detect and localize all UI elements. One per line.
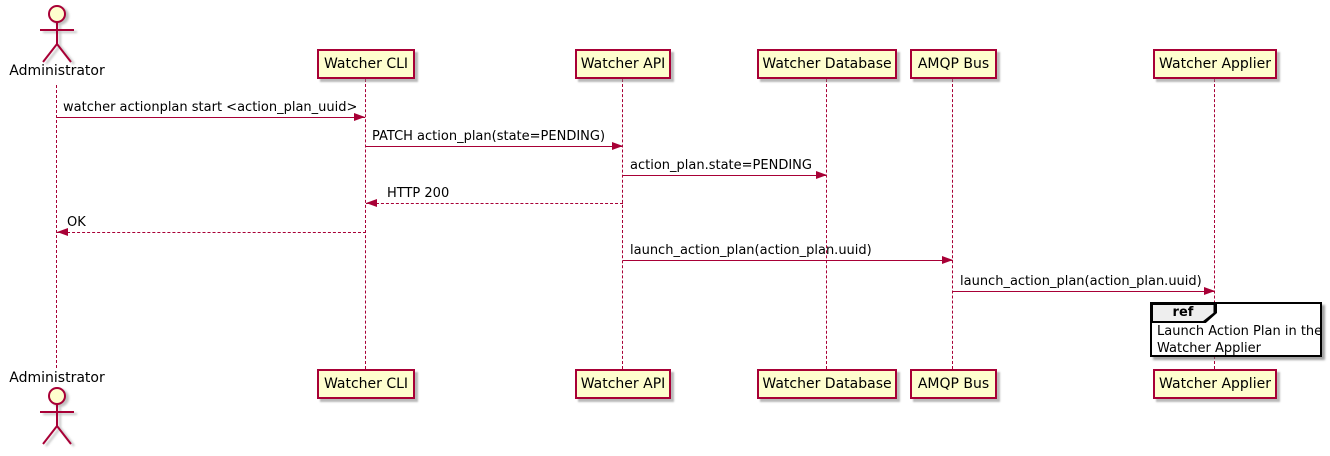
message-label: watcher actionplan start <action_plan_uu… (63, 100, 358, 115)
arrowhead-icon (816, 171, 827, 179)
message-line (623, 175, 827, 176)
participant-watcher-cli-top: Watcher CLI (317, 49, 415, 79)
ref-tab: ref (1151, 303, 1217, 323)
ref-text: Launch Action Plan in the Watcher Applie… (1157, 324, 1322, 357)
ref-keyword: ref (1152, 304, 1214, 321)
actor-icon (40, 387, 74, 445)
arrowhead-icon (1204, 287, 1215, 295)
lifeline-watcher-applier (1214, 79, 1215, 369)
ref-fragment: ref Launch Action Plan in the Watcher Ap… (1150, 302, 1322, 357)
message-label: launch_action_plan(action_plan.uuid) (960, 274, 1202, 289)
participant-watcher-database-top: Watcher Database (757, 49, 897, 79)
message-line (366, 146, 623, 147)
message-line (953, 291, 1215, 292)
lifeline-watcher-cli (365, 79, 366, 369)
participant-amqp-bus-top: AMQP Bus (910, 49, 997, 79)
lifeline-amqp-bus (952, 79, 953, 369)
lifeline-watcher-database (826, 79, 827, 369)
participant-watcher-applier-top: Watcher Applier (1153, 49, 1277, 79)
arrowhead-icon (942, 256, 953, 264)
arrowhead-icon (354, 113, 365, 121)
message-line (57, 117, 365, 118)
participant-watcher-cli-bottom: Watcher CLI (317, 369, 415, 399)
participant-watcher-database-bottom: Watcher Database (757, 369, 897, 399)
ref-text-line-2: Watcher Applier (1157, 340, 1261, 356)
message-line (57, 232, 366, 233)
message-label: OK (67, 215, 86, 230)
message-line (366, 203, 623, 204)
message-label: HTTP 200 (387, 186, 450, 201)
actor-label-bottom: Administrator (9, 370, 105, 386)
arrowhead-icon (366, 199, 377, 207)
participant-amqp-bus-bottom: AMQP Bus (910, 369, 997, 399)
message-label: PATCH action_plan(state=PENDING) (372, 129, 606, 144)
actor-label-top: Administrator (9, 63, 105, 79)
actor-icon (40, 5, 74, 63)
arrowhead-icon (612, 142, 623, 150)
lifeline-administrator (56, 85, 57, 368)
ref-text-line-1: Launch Action Plan in the (1157, 324, 1323, 339)
message-line (623, 260, 953, 261)
lifeline-watcher-api (622, 79, 623, 369)
arrowhead-icon (57, 228, 68, 236)
participant-watcher-api-bottom: Watcher API (575, 369, 671, 399)
participant-watcher-applier-bottom: Watcher Applier (1153, 369, 1277, 399)
message-label: action_plan.state=PENDING (630, 158, 812, 173)
message-label: launch_action_plan(action_plan.uuid) (630, 243, 872, 258)
participant-watcher-api-top: Watcher API (575, 49, 671, 79)
